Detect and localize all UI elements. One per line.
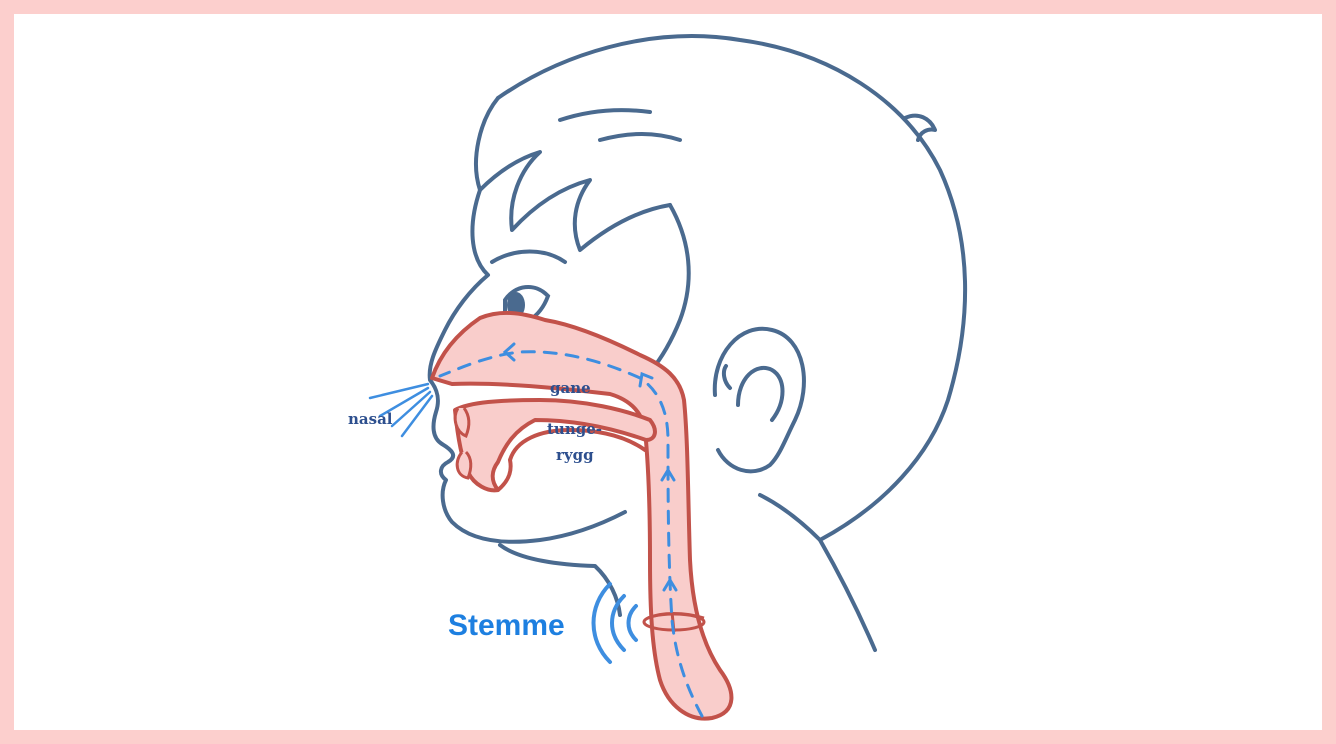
tungerygg-label-line2: rygg xyxy=(556,446,594,464)
lower-teeth xyxy=(457,452,471,478)
oral-cavity xyxy=(455,400,655,490)
jaw-neck xyxy=(500,545,620,615)
tungerygg-label-line1: tunge- xyxy=(547,420,602,438)
nasal-label: nasal xyxy=(348,410,393,428)
gane-label: gane xyxy=(550,379,591,397)
eyebrow xyxy=(492,252,565,263)
stemme-label: Stemme xyxy=(448,609,565,642)
hair-strand xyxy=(600,134,680,140)
neck-front xyxy=(760,495,820,540)
hair-fringe xyxy=(476,98,670,250)
ear xyxy=(715,329,804,472)
vocal-tract xyxy=(432,313,731,719)
hair-strand xyxy=(560,110,650,120)
sideburn-outline xyxy=(650,205,689,372)
nasal-cavity-pharynx xyxy=(432,313,731,719)
